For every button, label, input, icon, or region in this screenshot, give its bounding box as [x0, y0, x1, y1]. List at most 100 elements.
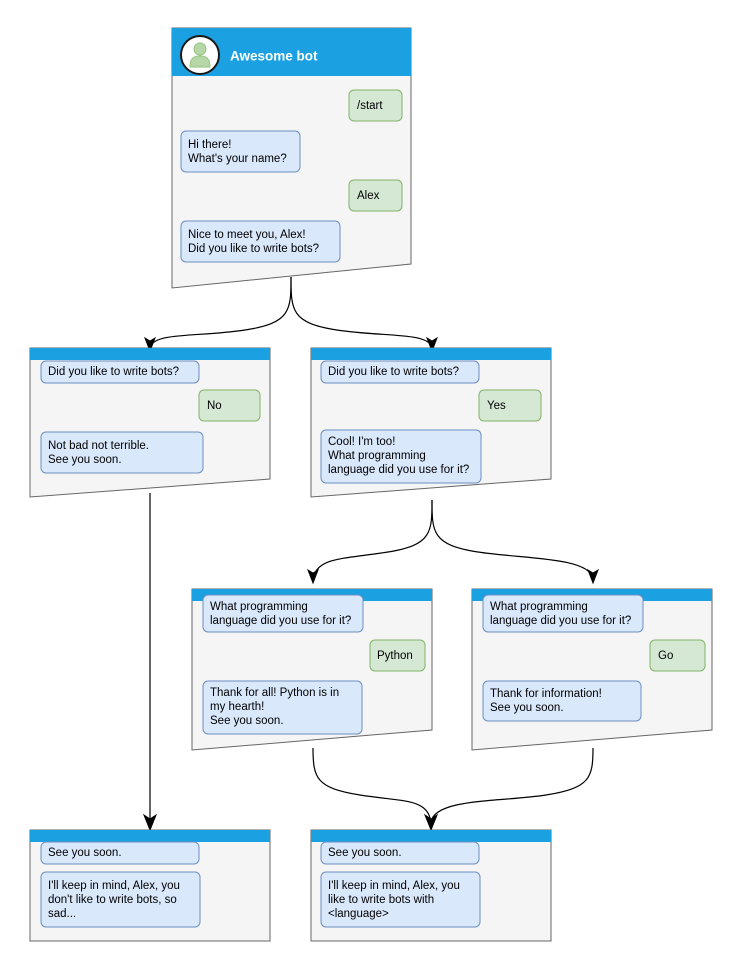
bubble-bot-thanks-py-line3: See you soon. — [210, 715, 284, 727]
bubble-bot-sad-line3: sad... — [48, 908, 76, 920]
message-bot-q-bots-no[interactable]: Did you like to write bots? — [40, 360, 200, 384]
bubble-user-start — [348, 89, 403, 122]
avatar-body-icon — [189, 55, 211, 68]
edge-python-to-end-happy[interactable] — [312, 747, 432, 823]
bubble-bot-nice-line2: Did you like to write bots? — [188, 243, 319, 255]
bubble-user-name-line1: Alex — [357, 190, 380, 202]
edge-yes-to-python-path — [312, 499, 433, 579]
bubble-bot-thanks-go — [482, 680, 642, 722]
edge-root-to-yes[interactable] — [290, 276, 438, 353]
bubble-bot-whatprog-go-line2: language did you use for it? — [490, 615, 631, 627]
bubble-bot-thanks-py — [202, 680, 363, 735]
edge-yes-to-python-arrowhead — [307, 568, 319, 585]
bubble-bot-q-bots-yes — [320, 360, 480, 384]
edge-root-to-no[interactable] — [144, 276, 292, 353]
bubble-bot-notbad-line1: Not bad not terrible. — [48, 440, 149, 452]
bubble-bot-whatprog-py-line2: language did you use for it? — [210, 615, 351, 627]
message-bot-thanks-go[interactable]: Thank for information! See you soon. — [482, 680, 642, 722]
bubble-bot-thanks-go-line1: Thank for information! — [490, 688, 602, 700]
message-user-python[interactable]: Python — [369, 639, 426, 672]
bubble-bot-notbad-line2: See you soon. — [48, 454, 122, 466]
edge-root-to-no-path — [149, 276, 292, 348]
root-chat-window[interactable]: Awesome bot /start Hi there! What's your… — [171, 27, 412, 289]
bubble-bot-whatprog-go — [482, 594, 644, 633]
bubble-bot-q-bots-yes-line1: Did you like to write bots? — [328, 366, 459, 378]
message-bot-q-bots-yes[interactable]: Did you like to write bots? — [320, 360, 480, 384]
bubble-bot-thanks-py-line1: Thank for all! Python is in — [210, 687, 339, 699]
message-bot-cool[interactable]: Cool! I'm too! What programming language… — [320, 429, 482, 484]
message-user-name[interactable]: Alex — [348, 179, 403, 212]
message-user-go[interactable]: Go — [649, 639, 706, 672]
no-branch-chat-window[interactable]: Did you like to write bots? No Not bad n… — [29, 347, 271, 498]
message-bot-happy[interactable]: I'll keep in mind, Alex, you like to wri… — [320, 871, 481, 928]
bubble-bot-cool — [320, 429, 482, 484]
message-user-start[interactable]: /start — [348, 89, 403, 122]
bubble-bot-happy-line3: <language> — [328, 908, 389, 920]
bubble-user-yes-line1: Yes — [487, 400, 506, 412]
message-bot-notbad[interactable]: Not bad not terrible. See you soon. — [40, 431, 204, 474]
message-bot-seeyou-happy[interactable]: See you soon. — [320, 841, 480, 865]
bubble-user-python — [369, 639, 426, 672]
edge-yes-to-go-arrowhead — [587, 568, 599, 585]
bubble-bot-sad — [40, 871, 201, 928]
edge-root-to-no-arrowhead — [144, 336, 156, 353]
message-bot-whatprog-go[interactable]: What programming language did you use fo… — [482, 594, 644, 633]
message-bot-whatprog-py[interactable]: What programming language did you use fo… — [202, 594, 364, 633]
bubble-bot-greeting — [180, 130, 301, 173]
bubble-bot-happy-line1: I'll keep in mind, Alex, you — [328, 880, 460, 892]
edge-go-to-end-happy-path — [430, 747, 594, 823]
end-sad-window-titlebar — [30, 830, 270, 842]
yes-branch-chat-window[interactable]: Did you like to write bots? Yes Cool! I'… — [310, 347, 552, 498]
edges-layer — [142, 276, 599, 832]
yes-branch-window-titlebar — [311, 348, 551, 360]
bubble-user-go-line1: Go — [658, 650, 673, 662]
bubble-bot-happy — [320, 871, 481, 928]
message-bot-seeyou-sad[interactable]: See you soon. — [40, 841, 200, 865]
avatar — [180, 35, 220, 75]
bubble-bot-notbad — [40, 431, 204, 474]
bubble-user-python-line1: Python — [377, 650, 413, 662]
edge-no-to-end-sad[interactable] — [142, 493, 158, 832]
bubble-user-name — [348, 179, 403, 212]
message-bot-thanks-py[interactable]: Thank for all! Python is in my hearth! S… — [202, 680, 363, 735]
edge-python-to-end-happy-path — [312, 747, 432, 823]
bubble-bot-whatprog-go-line1: What programming — [490, 601, 588, 613]
go-branch-chat-window[interactable]: What programming language did you use fo… — [471, 588, 713, 751]
bubble-bot-thanks-go-line2: See you soon. — [490, 702, 564, 714]
message-bot-nice[interactable]: Nice to meet you, Alex! Did you like to … — [180, 220, 341, 263]
bubble-bot-greeting-line1: Hi there! — [188, 139, 231, 151]
edge-yes-to-go[interactable] — [431, 499, 599, 585]
bubble-user-yes — [478, 389, 542, 422]
bubble-bot-seeyou-happy-line1: See you soon. — [328, 847, 402, 859]
bubble-bot-whatprog-py-line1: What programming — [210, 601, 308, 613]
message-user-yes[interactable]: Yes — [478, 389, 542, 422]
edge-go-to-end-happy[interactable] — [423, 747, 594, 832]
edge-yes-to-python[interactable] — [307, 499, 433, 585]
bubble-bot-cool-line3: language did you use for it? — [328, 464, 469, 476]
bubble-bot-seeyou-sad — [40, 841, 200, 865]
end-sad-chat-window[interactable]: See you soon. I'll keep in mind, Alex, y… — [29, 829, 271, 942]
bubble-bot-nice — [180, 220, 341, 263]
bubble-bot-whatprog-py — [202, 594, 364, 633]
bubble-bot-cool-line2: What programming — [328, 450, 426, 462]
no-branch-window-titlebar — [30, 348, 270, 360]
message-bot-sad[interactable]: I'll keep in mind, Alex, you don't like … — [40, 871, 201, 928]
bubble-bot-thanks-py-line2: my hearth! — [210, 701, 264, 713]
bubble-bot-sad-line2: don't like to write bots, so — [48, 894, 177, 906]
bubble-bot-sad-line1: I'll keep in mind, Alex, you — [48, 880, 180, 892]
edge-root-to-yes-arrowhead — [426, 336, 438, 353]
edge-yes-to-go-path — [431, 499, 594, 579]
bubble-bot-seeyou-sad-line1: See you soon. — [48, 847, 122, 859]
bubble-bot-q-bots-no-line1: Did you like to write bots? — [48, 366, 179, 378]
avatar-head-icon — [193, 42, 207, 56]
python-branch-chat-window[interactable]: What programming language did you use fo… — [191, 588, 433, 751]
end-happy-chat-window[interactable]: See you soon. I'll keep in mind, Alex, y… — [310, 829, 552, 942]
bubble-user-no — [198, 389, 261, 422]
bubble-user-start-line1: /start — [357, 100, 383, 112]
bubble-bot-happy-line2: like to write bots with — [328, 894, 434, 906]
message-user-no[interactable]: No — [198, 389, 261, 422]
bubble-user-no-line1: No — [207, 400, 222, 412]
root-window-title: Awesome bot — [230, 49, 318, 64]
message-bot-greeting[interactable]: Hi there! What's your name? — [180, 130, 301, 173]
